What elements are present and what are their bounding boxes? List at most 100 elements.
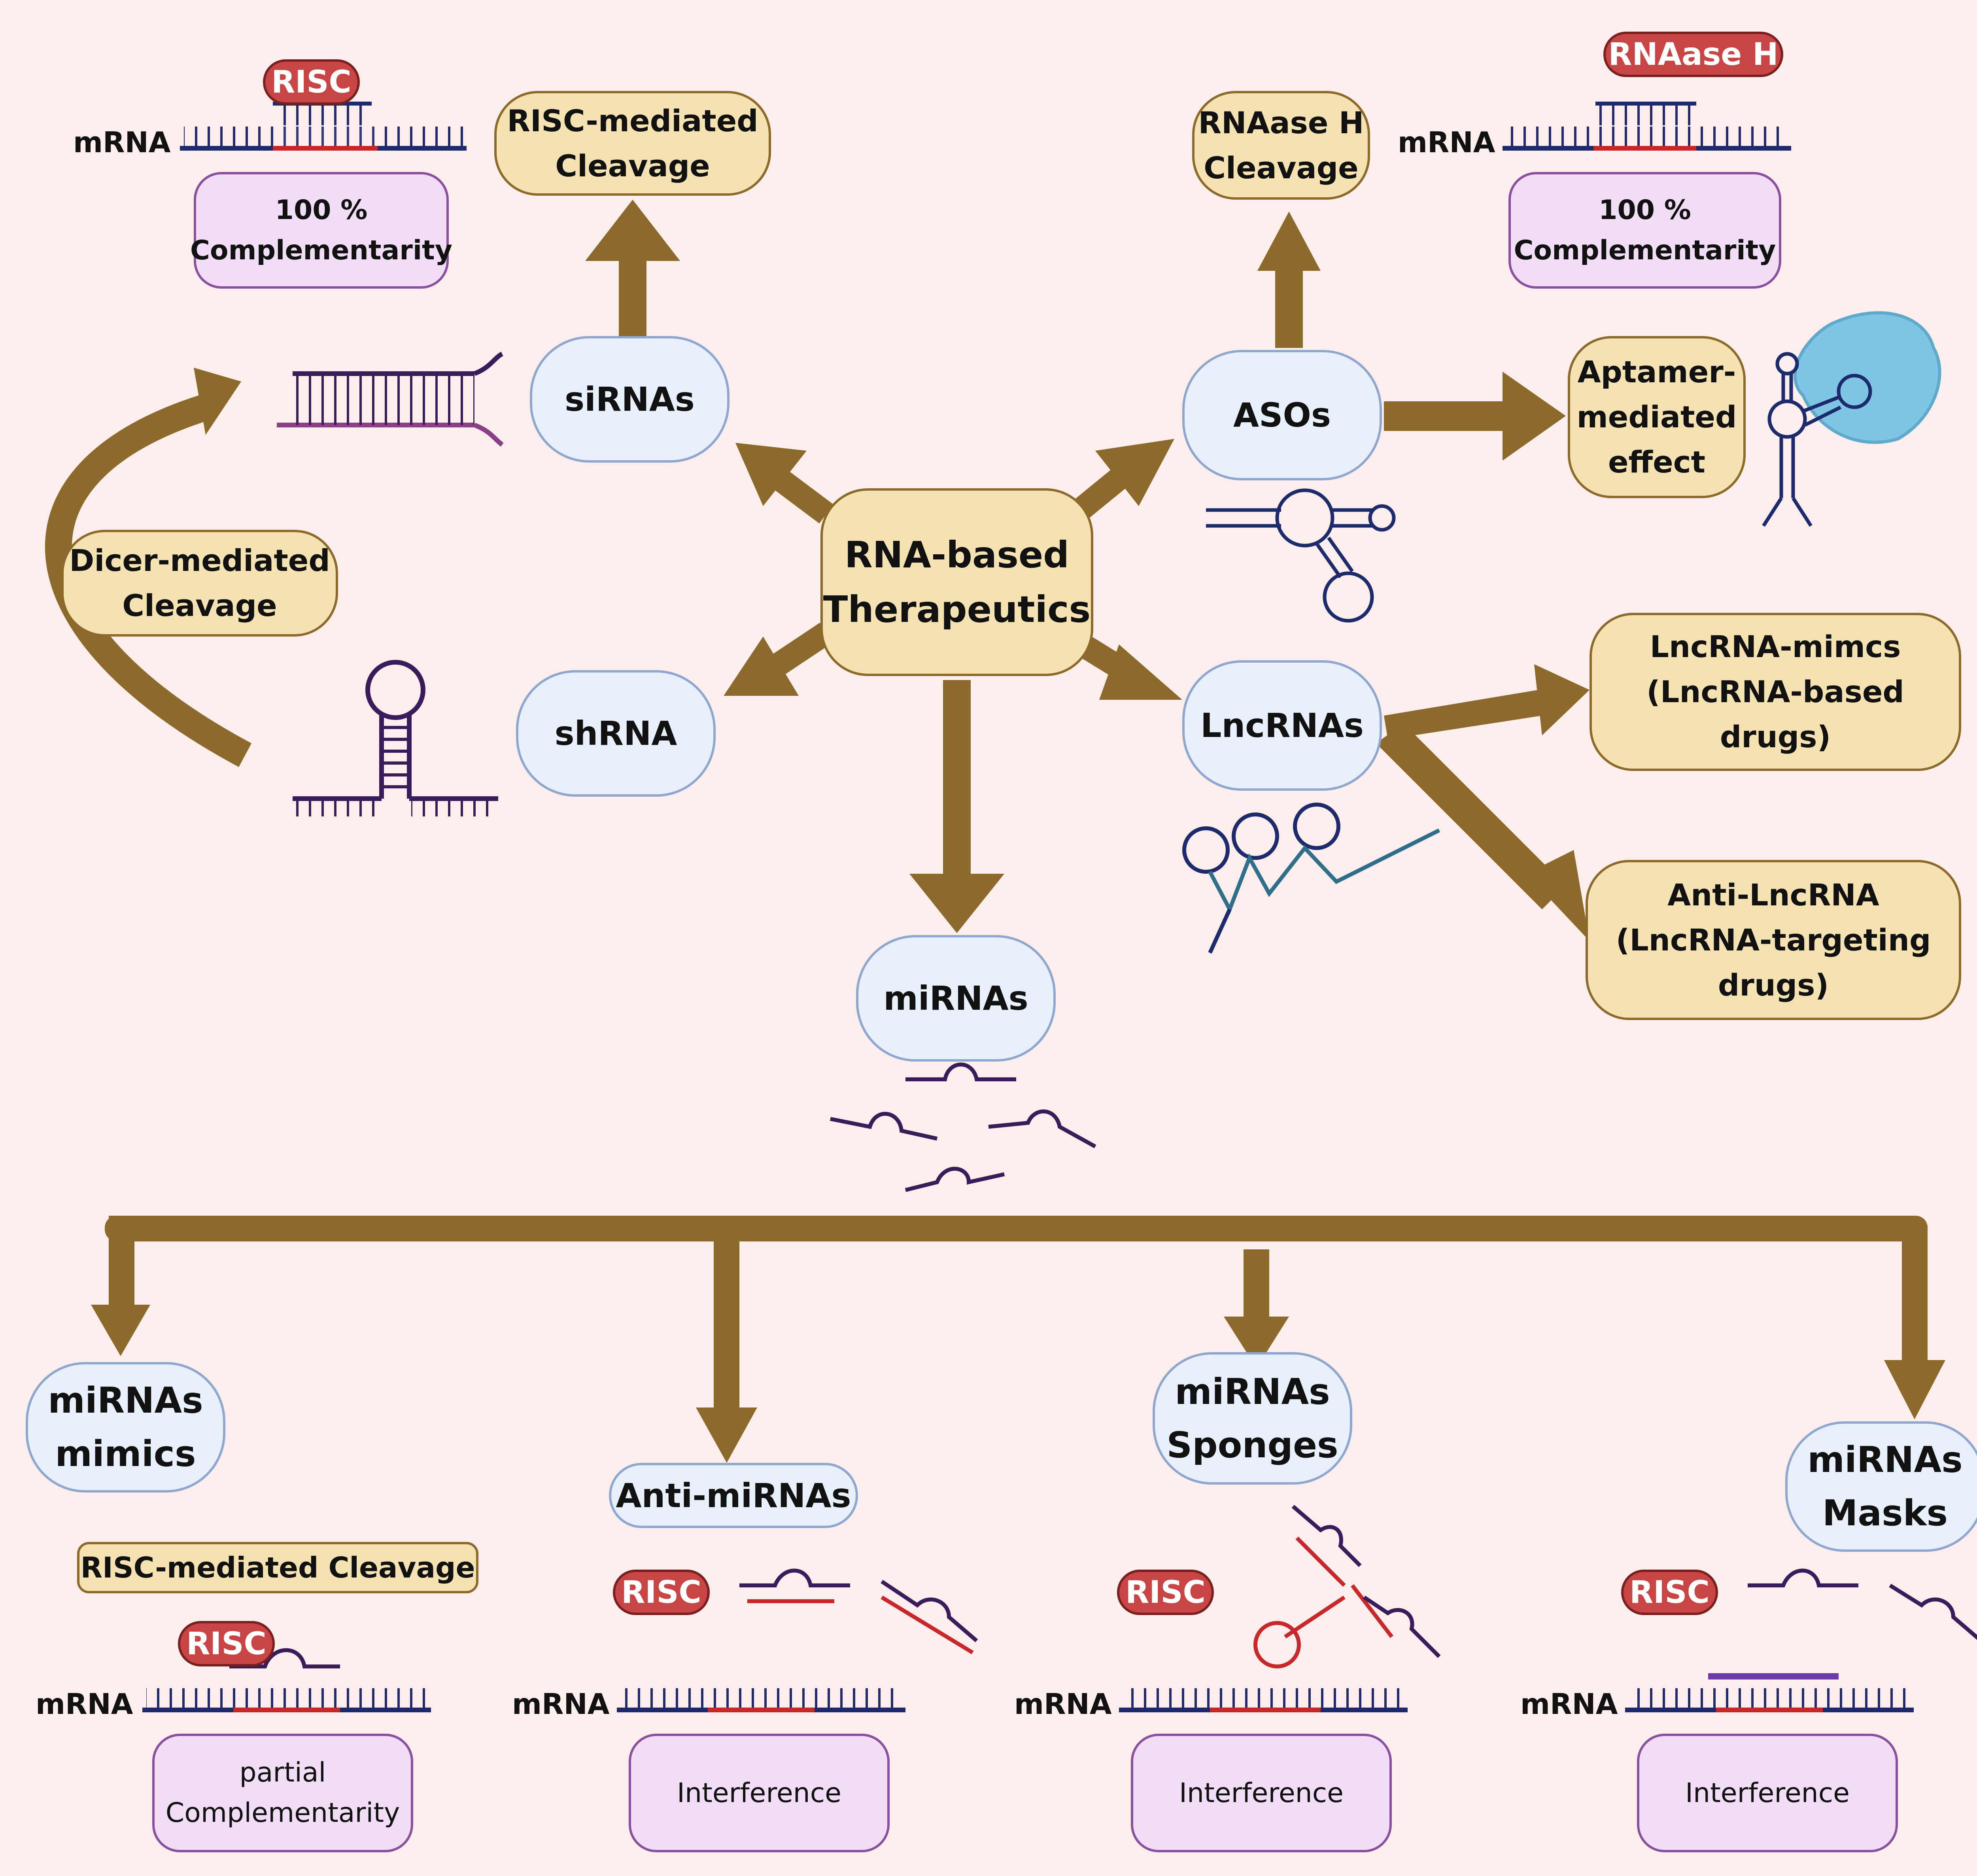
risc-cleavage-bottom-box: RISC-mediated Cleavage — [77, 1542, 478, 1593]
arrow-center-to-mirnas — [909, 680, 1004, 933]
mirna-fragments — [830, 1062, 1096, 1192]
lncrna-mimics-box: LncRNA-mimcs (LncRNA-based drugs) — [1590, 613, 1961, 771]
mirnas-label: miRNAs — [883, 979, 1028, 1018]
sirnas-label: siRNAs — [565, 380, 695, 419]
risc-badge-mimics: RISC — [178, 1621, 275, 1666]
aptamer-line-2: mediated — [1576, 399, 1737, 435]
interference-box-anti-mirnas: Interference — [629, 1734, 890, 1852]
mrna-strand-sponges — [1119, 1505, 1441, 1712]
mirnas-sponges-line-2: Sponges — [1166, 1424, 1338, 1466]
risc-cleavage-bottom-label: RISC-mediated Cleavage — [80, 1551, 475, 1584]
risc-badge-top-label: RISC — [271, 64, 352, 100]
risc-cleavage-top-line-1: RISC-mediated — [507, 103, 758, 138]
mirnas-masks-line-1: miRNAs — [1807, 1439, 1963, 1481]
mrna-strand-masks — [1625, 1568, 1977, 1712]
mrna-label-mimics: mRNA — [36, 1687, 133, 1721]
arrow-center-to-lncrnas — [1069, 630, 1182, 700]
mrna-label-anti-mirnas: mRNA — [512, 1687, 610, 1721]
lncrnas-node: LncRNAs — [1182, 660, 1382, 791]
center-line-2: Therapeutics — [823, 588, 1091, 631]
shrna-hairpin-molecule — [293, 660, 498, 816]
interference-label-anti-mirnas: Interference — [677, 1777, 841, 1809]
arrow-dicer-curve — [45, 368, 252, 767]
aptamer-line-1: Aptamer- — [1577, 354, 1736, 389]
center-node-rna-therapeutics: RNA-based Therapeutics — [820, 488, 1093, 676]
risc-badge-mimics-label: RISC — [186, 1626, 266, 1662]
aptamer-protein-molecule — [1762, 311, 1941, 527]
mrna-strand-mimics — [142, 1648, 431, 1712]
risc-badge-anti-mirnas: RISC — [613, 1570, 710, 1615]
lncrna-mimics-line-1: LncRNA-mimcs — [1650, 629, 1901, 664]
aptamer-box: Aptamer- mediated effect — [1568, 336, 1746, 498]
complementarity-right-line-1: 100 % — [1599, 194, 1691, 226]
rnaase-badge: RNAase H — [1603, 32, 1783, 77]
mirnas-masks-node: miRNAs Masks — [1785, 1421, 1977, 1552]
rnaase-cleavage-line-1: RNAase H — [1198, 105, 1364, 140]
anti-lncrna-box: Anti-LncRNA (LncRNA-targeting drugs) — [1586, 860, 1961, 1020]
anti-mirnas-label: Anti-miRNAs — [616, 1476, 851, 1515]
arrow-center-to-shrna — [724, 623, 833, 696]
partial-complementarity-box: partial Complementarity — [152, 1734, 413, 1852]
arrows — [45, 200, 1945, 1463]
arrow-center-to-sirnas — [735, 443, 834, 523]
mrna-label-masks: mRNA — [1520, 1687, 1618, 1721]
anti-mirnas-node: Anti-miRNAs — [609, 1463, 858, 1528]
mrna-label-sponges: mRNA — [1014, 1687, 1112, 1721]
mirnas-sponges-line-1: miRNAs — [1175, 1371, 1330, 1413]
center-line-1: RNA-based — [844, 533, 1070, 576]
anti-lncrna-line-1: Anti-LncRNA — [1667, 877, 1879, 912]
shrna-label: shRNA — [554, 714, 677, 753]
complementarity-left-box: 100 % Complementarity — [190, 172, 452, 289]
arrow-lncrnas-to-mimics — [1384, 664, 1590, 739]
risc-badge-masks: RISC — [1621, 1570, 1718, 1615]
risc-badge-top: RISC — [263, 59, 360, 105]
asos-node: ASOs — [1182, 350, 1382, 480]
rnaase-badge-label: RNAase H — [1608, 36, 1779, 72]
shrna-node: shRNA — [516, 670, 716, 797]
arrow-asos-to-aptamer — [1384, 372, 1566, 461]
lncrna-mimics-line-2: (LncRNA-based drugs) — [1646, 674, 1904, 754]
complementarity-left-line-2: Complementarity — [190, 234, 453, 266]
lncrnas-label: LncRNAs — [1200, 706, 1364, 745]
partial-complementarity-line-1: partial — [239, 1757, 326, 1788]
complementarity-right-box: 100 % Complementarity — [1508, 172, 1781, 289]
risc-cleavage-top-line-2: Cleavage — [555, 148, 710, 183]
dicer-cleavage-line-2: Cleavage — [122, 588, 277, 623]
rnaase-cleavage-box: RNAase H Cleavage — [1192, 91, 1370, 200]
complementarity-right-line-2: Complementarity — [1514, 234, 1776, 266]
dicer-cleavage-line-1: Dicer-mediated — [69, 543, 330, 578]
aso-stemloop-molecule — [1206, 488, 1396, 623]
risc-badge-masks-label: RISC — [1629, 1574, 1710, 1610]
sirnas-node: siRNAs — [530, 336, 730, 463]
arrow-asos-to-rnaase — [1257, 212, 1321, 348]
arrow-center-to-asos — [1068, 439, 1174, 523]
interference-box-masks: Interference — [1637, 1734, 1898, 1852]
mirnas-masks-line-2: Masks — [1822, 1492, 1948, 1534]
sirna-duplex-molecule — [277, 351, 504, 447]
mirnas-mimics-line-2: mimics — [55, 1433, 196, 1475]
mrna-label-top-right: mRNA — [1398, 126, 1495, 159]
mirnas-node: miRNAs — [856, 935, 1056, 1062]
arrow-sirnas-to-risc-cleavage — [585, 200, 680, 340]
complementarity-left-line-1: 100 % — [275, 194, 368, 226]
anti-lncrna-line-3: drugs) — [1718, 967, 1829, 1003]
rnaase-cleavage-line-2: Cleavage — [1204, 150, 1359, 185]
interference-box-sponges: Interference — [1131, 1734, 1392, 1852]
interference-label-masks: Interference — [1685, 1777, 1850, 1809]
risc-cleavage-top-box: RISC-mediated Cleavage — [494, 91, 771, 196]
anti-lncrna-line-2: (LncRNA-targeting — [1616, 922, 1931, 958]
mrna-strand-top-right — [1503, 102, 1791, 151]
mirnas-mimics-line-1: miRNAs — [48, 1380, 203, 1421]
lncrna-molecule — [1182, 803, 1440, 954]
risc-badge-anti-mirnas-label: RISC — [621, 1574, 701, 1610]
risc-badge-sponges-label: RISC — [1125, 1574, 1206, 1610]
mrna-strand-anti-mirnas — [617, 1568, 978, 1712]
mrna-label-top-left: mRNA — [73, 126, 171, 159]
mirnas-mimics-node: miRNAs mimics — [26, 1362, 225, 1492]
partial-complementarity-line-2: Complementarity — [165, 1797, 400, 1829]
arrow-lncrnas-to-antilnc — [1376, 724, 1590, 941]
aptamer-line-3: effect — [1608, 444, 1706, 480]
mirnas-sponges-node: miRNAs Sponges — [1153, 1352, 1352, 1485]
dicer-cleavage-box: Dicer-mediated Cleavage — [61, 530, 338, 637]
